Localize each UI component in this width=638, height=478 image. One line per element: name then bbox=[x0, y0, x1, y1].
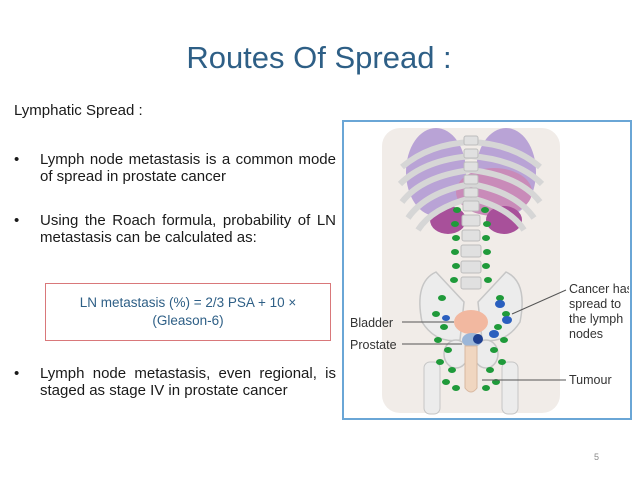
right-kidney bbox=[486, 206, 522, 234]
bladder bbox=[454, 310, 488, 334]
bullet-dot: • bbox=[14, 365, 20, 382]
bullet-text: Lymph node metastasis is a common mode o… bbox=[40, 151, 336, 185]
lymph-nodes bbox=[432, 207, 510, 391]
formula-line: LN metastasis (%) = 2/3 PSA + 10 × bbox=[79, 295, 297, 310]
label-tumour: Tumour bbox=[569, 373, 612, 387]
urethra bbox=[464, 345, 478, 393]
bullet-text: Using the Roach formula, probability of … bbox=[40, 212, 336, 246]
rib-cage bbox=[397, 139, 545, 232]
label-cancer-spread: the lymph bbox=[569, 312, 623, 326]
right-femur bbox=[501, 361, 519, 415]
slide-title: Routes Of Spread : bbox=[186, 40, 452, 75]
left-lung bbox=[406, 128, 466, 216]
label-cancer-spread: nodes bbox=[569, 327, 603, 341]
anatomy-diagram: Bladder Prostate Cancer has spread to th… bbox=[350, 128, 629, 415]
section-heading: Lymphatic Spread : bbox=[14, 102, 143, 119]
bullet-item: • Using the Roach formula, probability o… bbox=[14, 212, 336, 246]
label-cancer-spread: spread to bbox=[569, 297, 621, 311]
spine bbox=[460, 135, 482, 290]
left-femur bbox=[423, 361, 441, 415]
bullet-text: Lymph node metastasis, even regional, is… bbox=[40, 365, 336, 399]
bullet-dot: • bbox=[14, 212, 20, 229]
roach-formula-box: LN metastasis (%) = 2/3 PSA + 10 × (Glea… bbox=[45, 283, 331, 341]
label-cancer-spread: Cancer has bbox=[569, 282, 629, 296]
bullet-item: • Lymph node metastasis is a common mode… bbox=[14, 151, 336, 185]
label-prostate: Prostate bbox=[350, 338, 397, 352]
leader-lines bbox=[402, 289, 567, 381]
tumour-mass bbox=[473, 334, 483, 344]
page-number: 5 bbox=[594, 452, 600, 462]
metastatic-nodes bbox=[442, 300, 512, 338]
bullet-item: • Lymph node metastasis, even regional, … bbox=[14, 365, 336, 399]
bullet-dot: • bbox=[14, 151, 20, 168]
lymph-spread-illustration: Bladder Prostate Cancer has spread to th… bbox=[342, 120, 632, 420]
formula-line: (Gleason-6) bbox=[152, 313, 224, 328]
label-bladder: Bladder bbox=[350, 316, 393, 330]
